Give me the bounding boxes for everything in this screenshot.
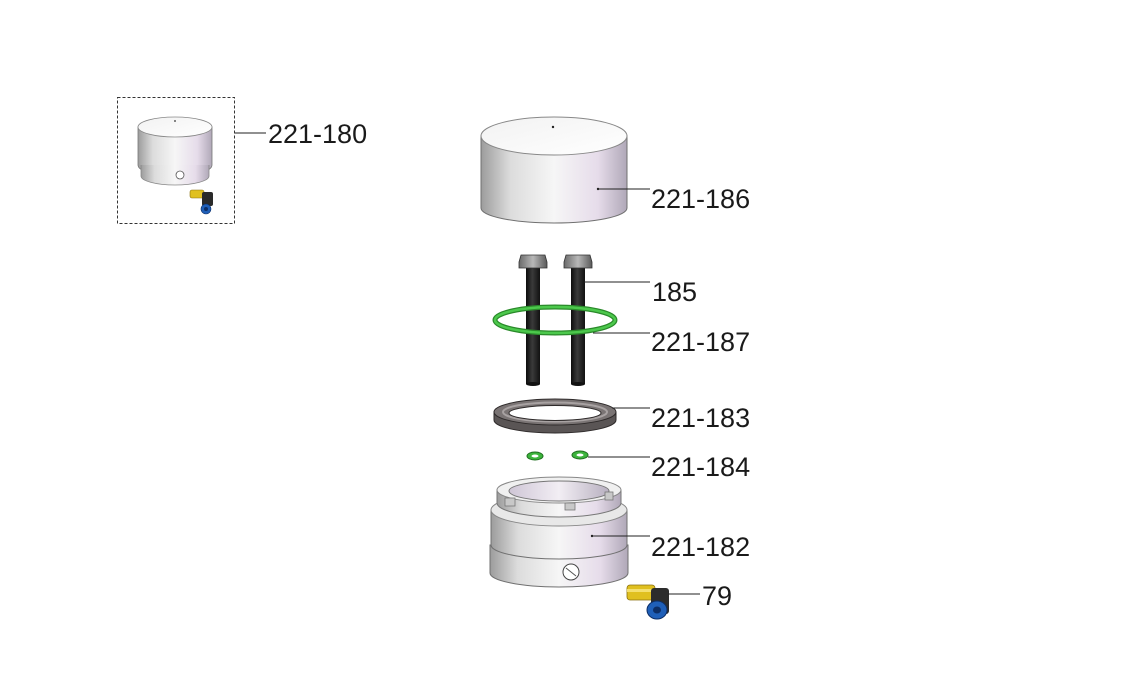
label-221-180: 221-180	[268, 119, 367, 149]
label-221-183: 221-183	[651, 403, 750, 433]
seal-ring	[493, 398, 617, 434]
label-221-182: 221-182	[651, 532, 750, 562]
label-221-184: 221-184	[651, 452, 750, 482]
label-79: 79	[702, 581, 732, 611]
body-part	[489, 476, 629, 588]
label-221-187: 221-187	[651, 327, 750, 357]
bolt-right	[563, 254, 593, 386]
fitting-part	[626, 584, 669, 620]
oring-small-right	[571, 450, 589, 460]
label-221-186: 221-186	[651, 184, 750, 214]
oring-large	[492, 304, 618, 336]
cap-part	[480, 116, 628, 224]
oring-small-left	[526, 451, 544, 461]
bolt-left	[518, 254, 548, 386]
assembly-thumbnail	[117, 97, 235, 224]
label-185: 185	[652, 277, 697, 307]
